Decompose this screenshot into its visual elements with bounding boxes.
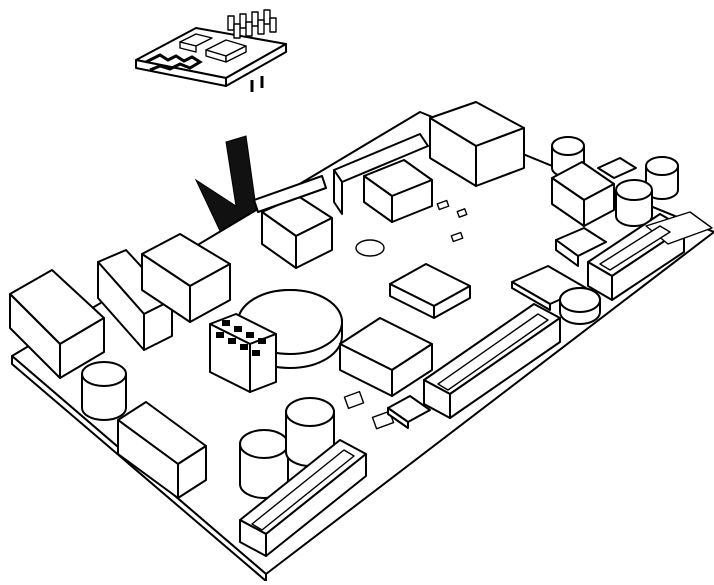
main-board [10,102,714,581]
buzzer [560,288,600,324]
wifi-module [136,10,286,92]
capacitor-6 [616,180,652,226]
capacitor-1 [82,362,126,420]
